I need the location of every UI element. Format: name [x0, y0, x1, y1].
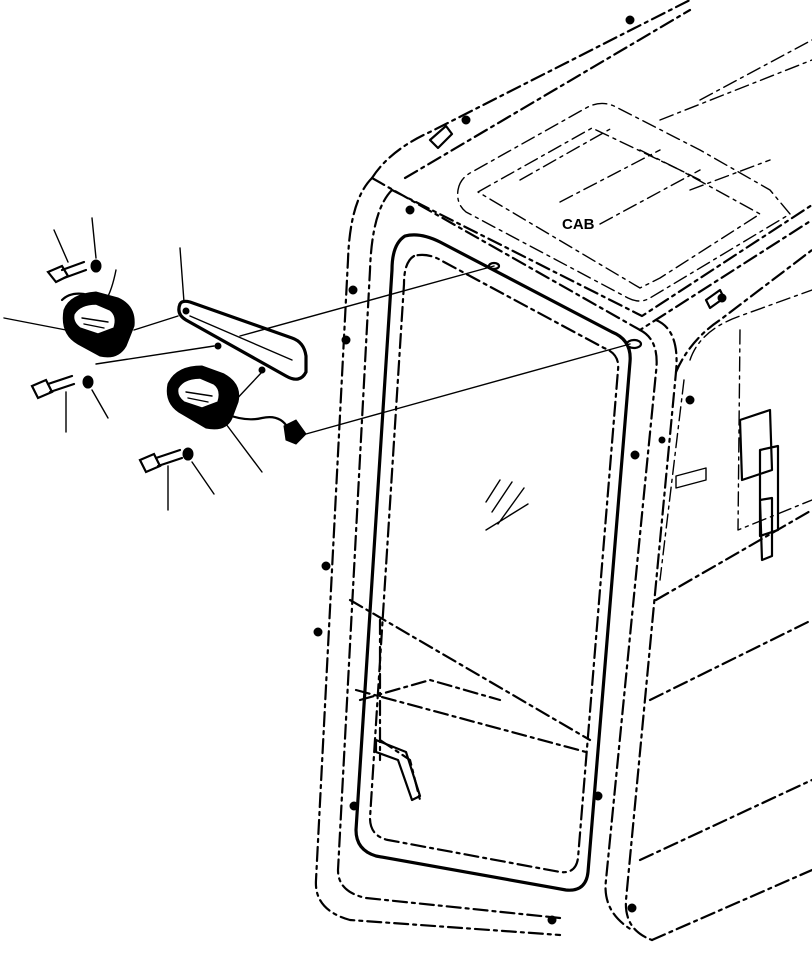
upper-work-lamp — [60, 291, 135, 358]
washer-middle — [82, 375, 94, 389]
cab-body: CAB — [313, 0, 812, 942]
washer-top — [90, 259, 102, 273]
lamp-bracket-edge — [189, 315, 293, 361]
upper-lamp-rim — [60, 292, 86, 302]
roof-latch — [428, 124, 726, 310]
glass-reflection — [485, 479, 529, 531]
roof-panel — [456, 102, 791, 302]
cab-side-door-frame — [659, 289, 812, 581]
lower-lamp-lens-lines — [185, 391, 213, 403]
bolt-top — [46, 260, 88, 284]
front-window-frame — [354, 233, 632, 892]
bracket-hole-mid — [214, 342, 222, 350]
part-leader-lines — [3, 217, 263, 511]
front-window-frame-inner — [368, 253, 620, 874]
roof-panel-inner — [477, 127, 761, 289]
roof-ribs — [519, 39, 812, 225]
wire-connector — [283, 419, 307, 445]
upper-lamp-lens — [72, 303, 117, 335]
lower-console-frame — [348, 598, 592, 802]
washer-bottom — [182, 447, 194, 461]
lamp-assembly — [3, 217, 631, 511]
bolt-middle — [30, 374, 76, 400]
cab-roof-outline — [370, 0, 812, 332]
lamp-wire — [224, 412, 290, 430]
lamp-mount-hole-right — [625, 338, 643, 350]
lower-console-bracket — [374, 738, 422, 802]
lamp-mounting-bracket — [177, 299, 308, 381]
cab-rivets — [313, 15, 727, 925]
side-plate — [675, 467, 707, 489]
assembly-projection-lines — [95, 265, 631, 435]
lower-lamp-lens — [176, 377, 221, 409]
upper-lamp-lens-lines — [81, 317, 109, 329]
cab-left-pillar-outer — [314, 176, 562, 937]
lower-work-lamp — [166, 365, 240, 430]
bolt-bottom — [138, 448, 184, 474]
cab-left-pillar-inner — [336, 188, 562, 920]
cab-label: CAB — [562, 216, 595, 233]
bracket-hole-left — [182, 307, 190, 315]
cab-side-outline — [638, 248, 812, 942]
door-hinges — [738, 408, 780, 562]
